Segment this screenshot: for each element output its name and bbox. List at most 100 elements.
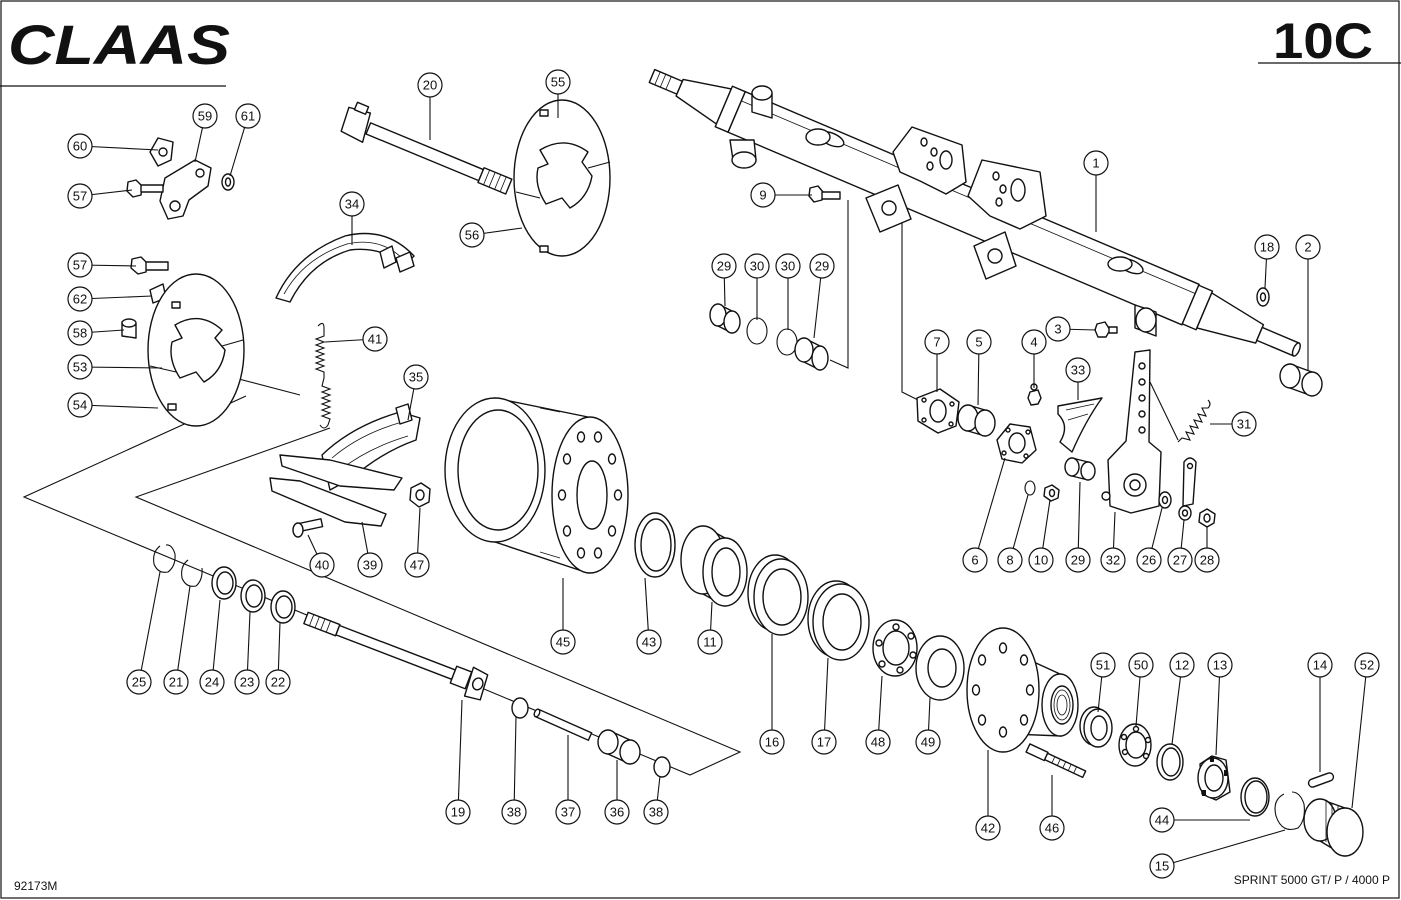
clip-60 [149,137,174,167]
callout-number: 9 [759,188,766,203]
washer-38-right [653,756,671,778]
callout-number: 62 [73,292,87,307]
slack-adjuster-32 [1101,349,1162,514]
hub-cap-52 [1303,798,1364,857]
pin-40 [292,518,324,538]
callout-number: 23 [240,675,254,690]
callout-number: 25 [132,675,146,690]
callout-circle [1083,150,1109,176]
callout-52: 52 [1351,652,1380,809]
callout-number: 12 [1175,658,1189,673]
callout-36: 36 [604,760,630,825]
callout-46: 46 [1039,775,1065,841]
callout-circle [1194,547,1220,573]
callout-2: 2 [1295,234,1321,370]
flange-7 [916,388,960,434]
leader-line [79,404,159,409]
callout-number: 43 [642,635,656,650]
callout-31: 31 [1210,411,1257,437]
callout-circle [1354,652,1380,678]
callout-number: 29 [717,259,731,274]
callout-circle [1028,547,1054,573]
callout-41: 41 [324,326,388,352]
callout-circle [997,547,1023,573]
snap-ring-15 [1274,791,1305,831]
leader-line [79,366,163,369]
callout-45: 45 [550,578,576,655]
callout-58: 58 [67,320,125,346]
callout-number: 26 [1142,553,1156,568]
callout-circle [67,286,93,312]
ring-8 [1024,480,1036,496]
callout-circle [1136,547,1162,573]
ring-25 [153,544,176,573]
callout-56: 56 [459,222,523,248]
callout-20: 20 [417,72,443,140]
callout-circle [1169,652,1195,678]
bolt-57-upper [126,179,164,198]
callout-number: 31 [1237,417,1251,432]
callout-circle [339,191,365,217]
callout-circle [265,669,291,695]
castle-nut-13 [1197,755,1231,801]
washer-61 [221,173,235,191]
callout-circle [67,183,93,209]
model-note: SPRINT 5000 GT/ P / 4000 P [1234,873,1390,887]
callout-number: 44 [1155,813,1169,828]
callout-48: 48 [865,675,891,755]
brake-shoe-34 [275,232,415,303]
callout-circle [1231,411,1257,437]
callout-circle [1254,234,1280,260]
callout-8: 8 [997,494,1029,573]
callout-number: 46 [1045,821,1059,836]
callout-circle [67,392,93,418]
callout-circle [550,629,576,655]
ring-43 [634,512,676,578]
callout-circle [1065,547,1091,573]
callout-circle [1167,547,1193,573]
leader-line [1171,664,1183,745]
callout-29: 29 [711,253,737,307]
callout-30: 30 [775,253,801,330]
callout-number: 55 [551,75,565,90]
callout-circle [1090,652,1116,678]
callout-number: 36 [610,805,624,820]
callout-number: 32 [1106,553,1120,568]
bush-58 [121,318,137,339]
callout-number: 45 [556,635,570,650]
callout-circle [975,815,1001,841]
camshaft-20 [340,101,513,195]
callout-circle [643,799,669,825]
ring-44 [1240,777,1270,817]
callout-number: 5 [975,335,982,350]
callout-25: 25 [126,571,161,695]
nut-10 [1043,484,1060,502]
leader-line [974,457,1006,561]
callout-number: 61 [241,109,255,124]
bolt-57-lower [130,256,169,275]
callout-number: 19 [451,805,465,820]
callout-number: 1 [1092,156,1099,171]
callout-number: 40 [315,558,329,573]
callout-circle [199,669,225,695]
callout-number: 6 [971,553,978,568]
callout-14: 14 [1307,652,1333,772]
callout-circle [775,253,801,279]
leader-line [211,599,221,683]
leader-line [138,571,161,683]
callout-23: 23 [234,611,260,695]
callout-number: 42 [981,821,995,836]
callout-60: 60 [67,133,159,159]
drawing-number: 92173M [14,879,57,893]
grease-nipple-4 [1027,383,1042,406]
callout-28: 28 [1194,526,1220,573]
claas-logo: CLAAS [8,13,230,76]
callout-54: 54 [67,392,159,418]
callout-circle [865,729,891,755]
bearing-50 [1118,723,1152,767]
callout-59: 59 [192,103,218,163]
spring-31 [1177,399,1211,443]
callout-number: 51 [1096,658,1110,673]
roller-36 [597,729,641,765]
callout-44: 44 [1149,807,1250,833]
